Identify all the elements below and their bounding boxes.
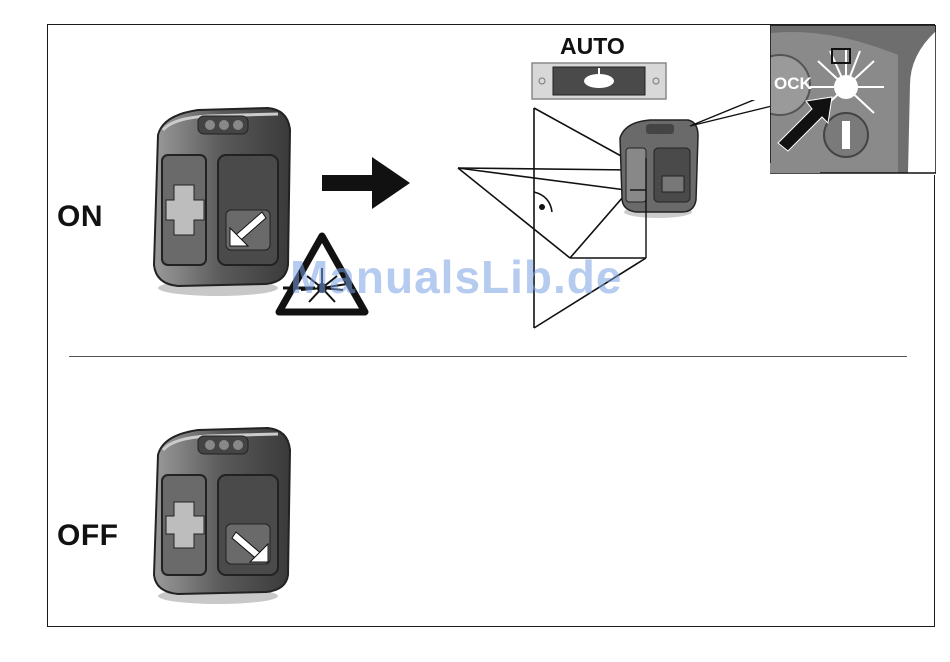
laser-projection-diagram (450, 100, 780, 340)
off-label: OFF (57, 519, 119, 553)
inset-button-text: OCK (774, 74, 812, 94)
section-divider (69, 356, 907, 357)
watermark: ManualsLib.de (290, 250, 622, 304)
laser-level-device-on-icon (138, 100, 298, 300)
on-label: ON (57, 200, 103, 234)
laser-level-device-off-icon (138, 420, 298, 620)
spirit-level-icon (531, 62, 667, 100)
power-button-closeup (770, 25, 936, 175)
right-arrow-icon (322, 155, 412, 211)
auto-mode-label: AUTO (560, 33, 625, 60)
